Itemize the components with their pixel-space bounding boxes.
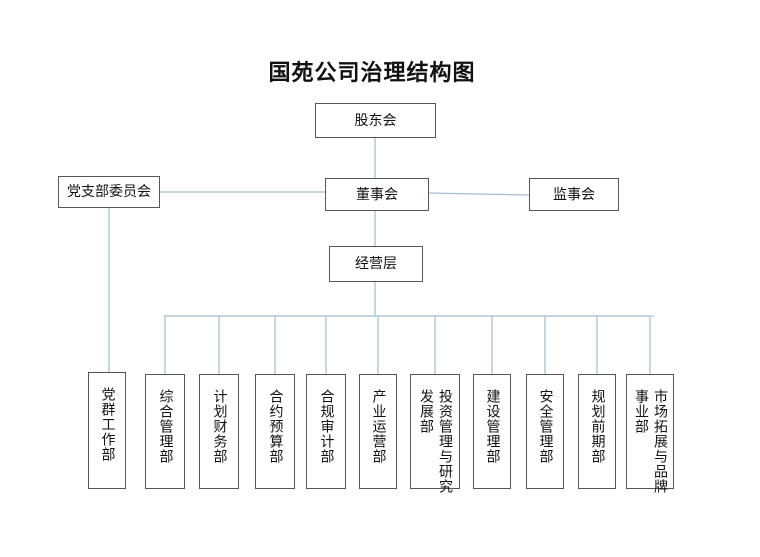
department-box: 计划财务部: [199, 374, 239, 489]
department-label: 计划财务部: [211, 389, 228, 464]
department-label: 安全管理部: [537, 389, 554, 464]
department-box: 安全管理部: [526, 374, 564, 489]
department-box: 合约预算部: [255, 374, 295, 489]
line-board-supervisors: [428, 192, 530, 196]
department-box: 合规审计部: [306, 374, 346, 489]
department-label: 规划前期部: [589, 389, 606, 464]
department-box: 市场拓展与品牌 事业部: [626, 374, 674, 494]
department-box: 规划前期部: [578, 374, 616, 489]
department-box: 党群工作部: [88, 372, 126, 489]
department-label: 党群工作部: [99, 387, 116, 462]
node-shareholders: 股东会: [315, 103, 436, 138]
node-management: 经营层: [329, 246, 423, 282]
department-label: 投资管理与研究 发展部: [418, 389, 453, 494]
department-box: 产业运营部: [359, 374, 397, 489]
department-box: 综合管理部: [145, 374, 185, 489]
department-label: 产业运营部: [370, 389, 387, 464]
node-supervisors: 监事会: [529, 178, 619, 211]
department-box: 投资管理与研究 发展部: [410, 374, 460, 494]
department-label: 合规审计部: [318, 389, 335, 464]
department-label: 综合管理部: [157, 389, 174, 464]
node-party-committee: 党支部委员会: [58, 176, 160, 208]
node-board: 董事会: [325, 178, 429, 211]
department-label: 合约预算部: [267, 389, 284, 464]
department-label: 市场拓展与品牌 事业部: [633, 389, 668, 494]
department-box: 建设管理部: [473, 374, 511, 489]
chart-title: 国苑公司治理结构图: [268, 60, 476, 86]
department-label: 建设管理部: [484, 389, 501, 464]
